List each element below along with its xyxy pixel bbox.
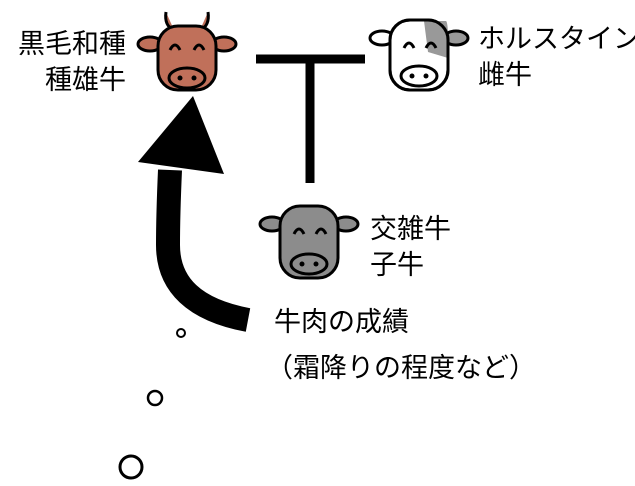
feedback-arrow [155, 169, 251, 332]
calf-label-line2: 子牛 [370, 250, 424, 281]
calf-label-line1: 交雑牛 [370, 214, 451, 245]
sire-label-line1: 黒毛和種 [18, 29, 126, 60]
dam-label-line2: 雌牛 [478, 60, 532, 91]
brown-cow-icon [136, 11, 238, 92]
sire-label: 黒毛和種 種雄牛 [18, 27, 126, 99]
feedback-label-line1: 牛肉の成績 [274, 307, 409, 338]
feedback-label: 牛肉の成績 （霜降りの程度など） [266, 300, 536, 392]
sire-label-line2: 種雄牛 [45, 65, 126, 96]
feedback-label-line2: （霜降りの程度など） [266, 353, 536, 384]
holstein-cow-icon [368, 18, 470, 92]
calf-label: 交雑牛 子牛 [370, 212, 451, 284]
thought-bubble-medium [146, 389, 164, 407]
crossbred-calf-cow [258, 202, 360, 284]
dam-label-line1: ホルスタイン [478, 24, 635, 55]
dam-label: ホルスタイン 雌牛 [478, 22, 635, 94]
arrowhead-icon [138, 96, 224, 174]
thought-bubble-small [176, 328, 186, 338]
holstein-cow [368, 12, 470, 96]
thought-bubble-large [118, 454, 144, 480]
wagyu-bull-cow [136, 8, 238, 94]
gray-cow-icon [258, 204, 360, 280]
